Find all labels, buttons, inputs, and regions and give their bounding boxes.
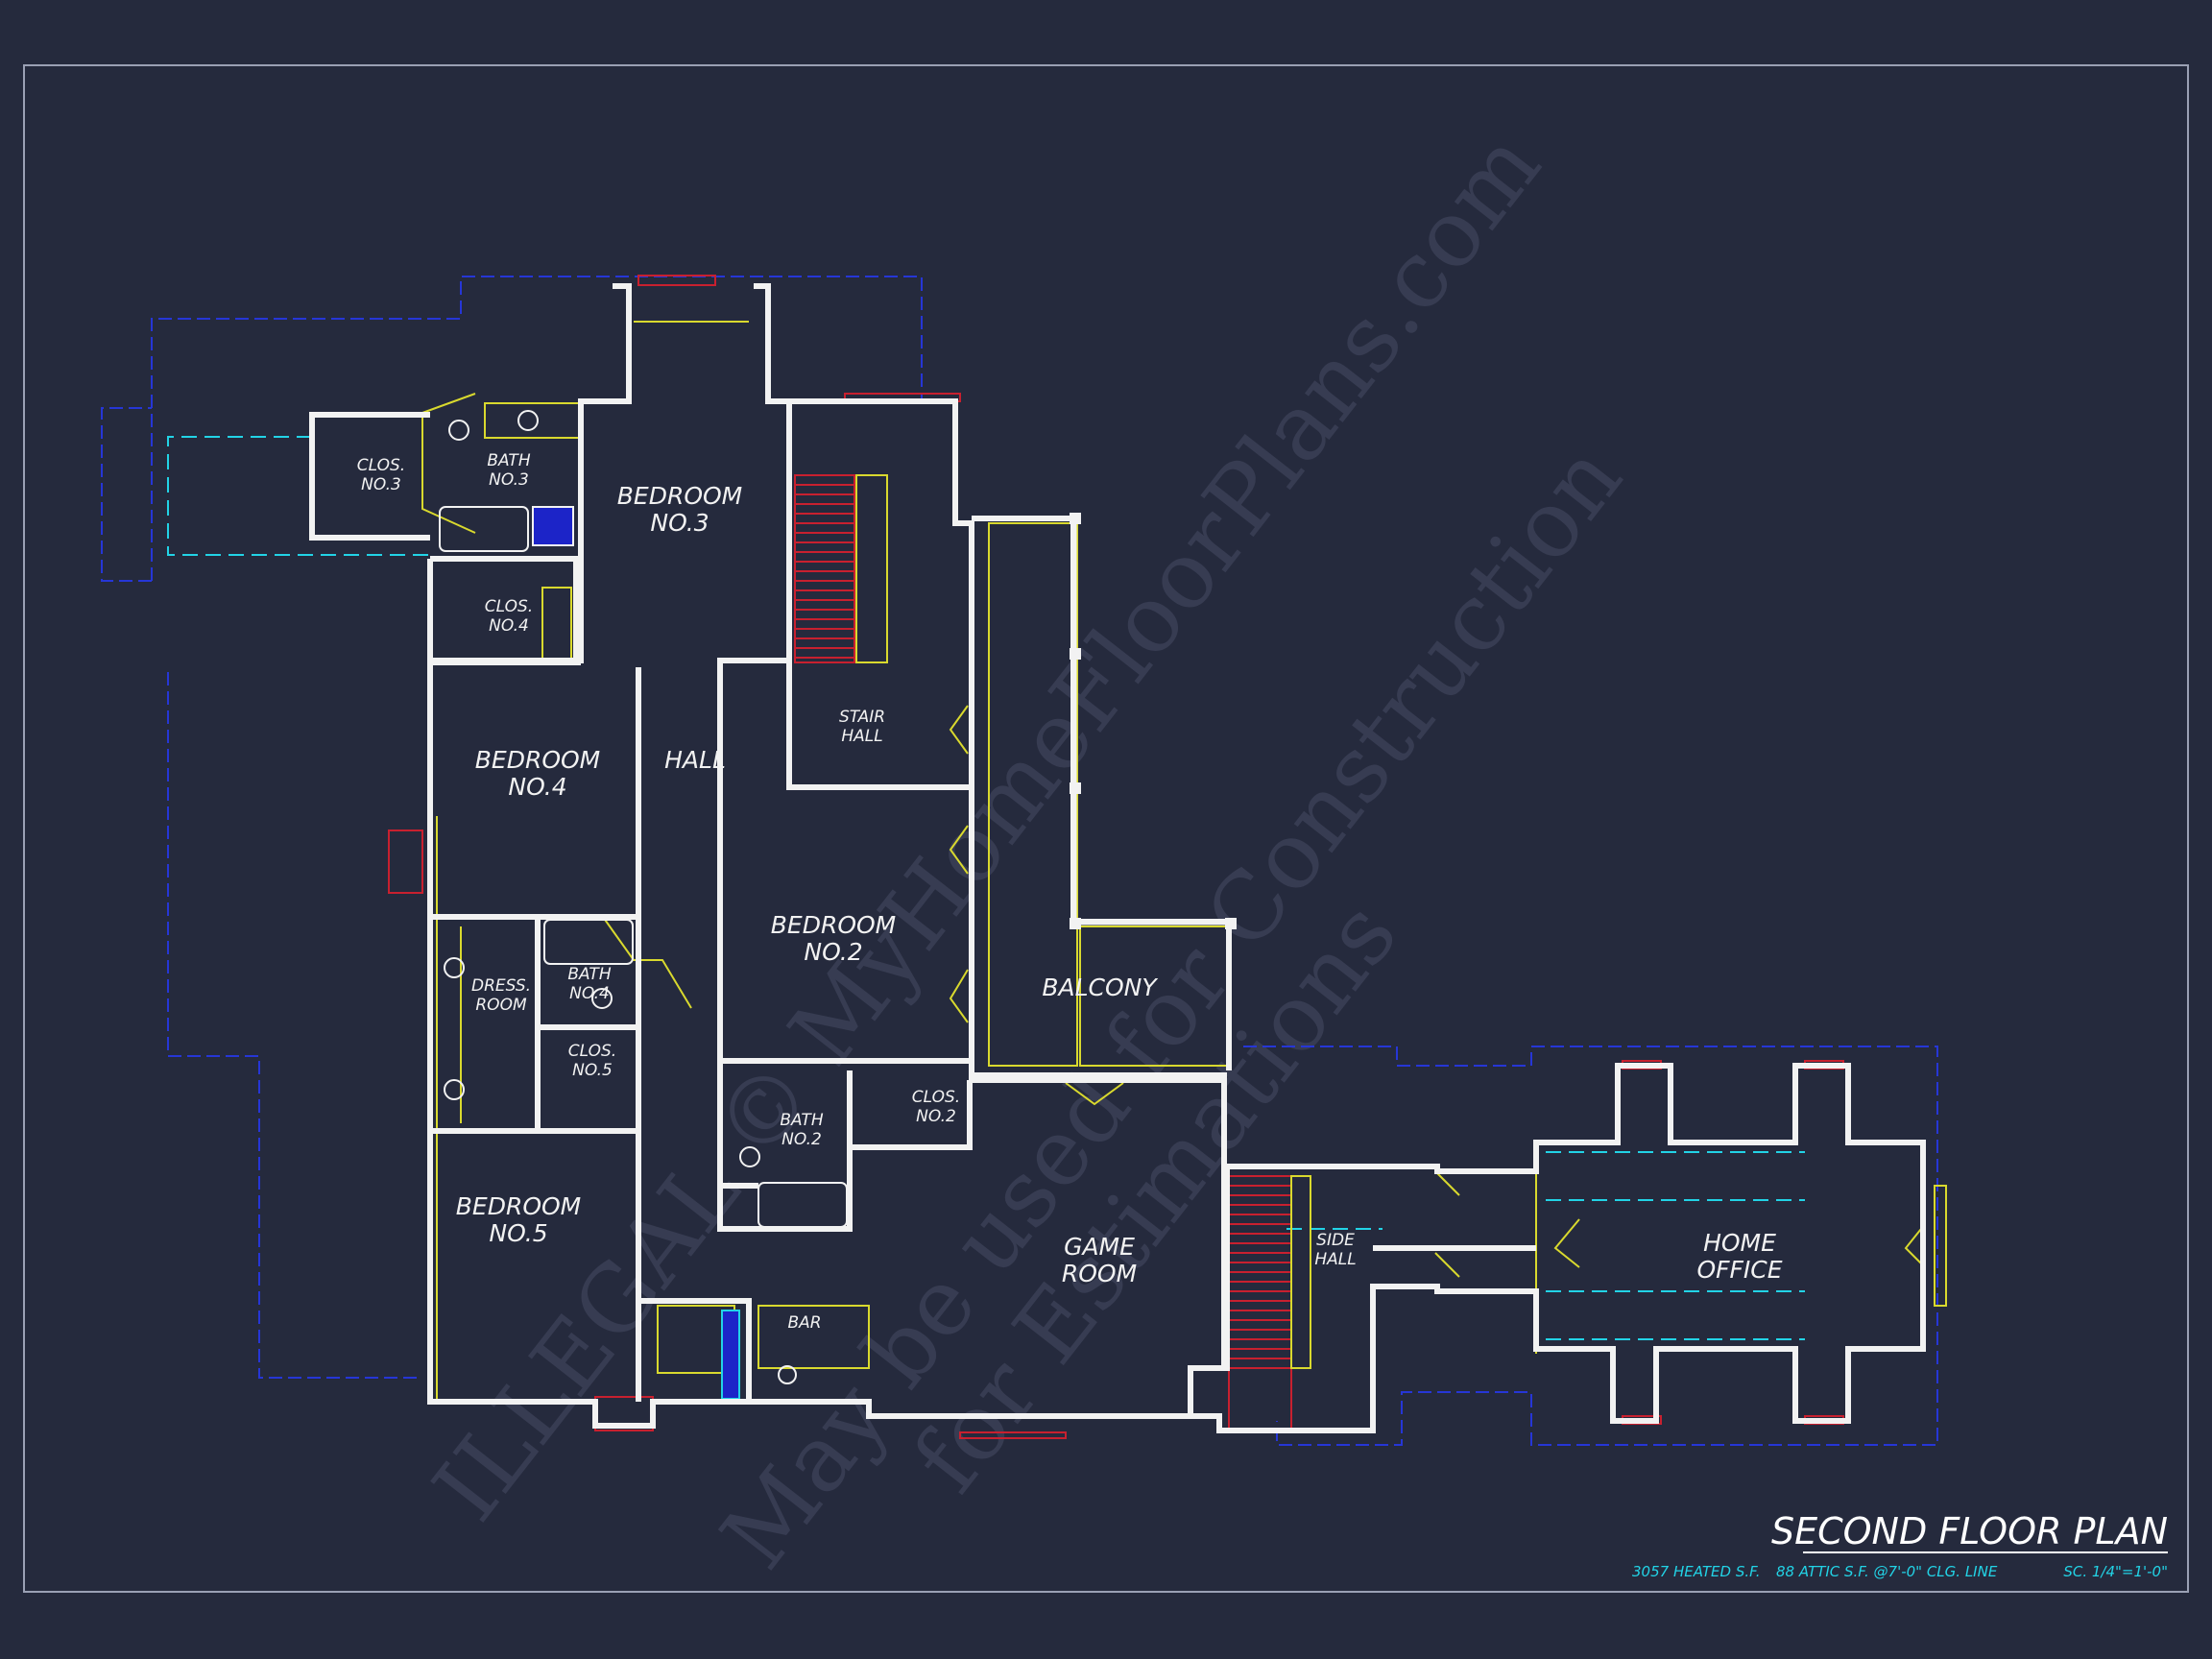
sheet-border <box>23 64 2189 1593</box>
room-label-clos-4: CLOS.NO.4 <box>485 597 533 636</box>
room-label-dress-room: DRESS.ROOM <box>471 976 531 1015</box>
room-label-bar: BAR <box>787 1313 821 1333</box>
heated-area-note: 3057 HEATED S.F. <box>1632 1563 1761 1580</box>
attic-area-note: 88 ATTIC S.F. @7'-0" CLG. LINE <box>1776 1563 1998 1580</box>
stairs-main <box>794 474 855 663</box>
title-block: SECOND FLOOR PLAN 3057 HEATED S.F. 88 AT… <box>1632 1510 2168 1580</box>
watermark: ILLEGAL © MyHomeFloorPlans.com May be us… <box>413 112 1643 1588</box>
balcony-rails <box>979 517 1231 926</box>
room-label-balcony: BALCONY <box>1042 974 1158 1001</box>
shower-blue <box>532 506 574 546</box>
room-label-clos-5: CLOS.NO.5 <box>568 1042 616 1080</box>
stairs-side <box>1228 1175 1292 1431</box>
roof-outline <box>101 276 1938 1446</box>
scale-note: SC. 1/4"=1'-0" <box>2063 1563 2168 1580</box>
bar-sink-blue <box>721 1310 740 1400</box>
attic-lines <box>167 436 1805 1340</box>
room-label-clos-2: CLOS.NO.2 <box>912 1088 960 1126</box>
walls <box>309 283 1926 1433</box>
balcony-posts <box>1070 513 1237 929</box>
room-label-hall: HALL <box>664 746 726 774</box>
room-label-clos-3: CLOS.NO.3 <box>357 456 405 494</box>
plan-title: SECOND FLOOR PLAN <box>1771 1510 2168 1552</box>
